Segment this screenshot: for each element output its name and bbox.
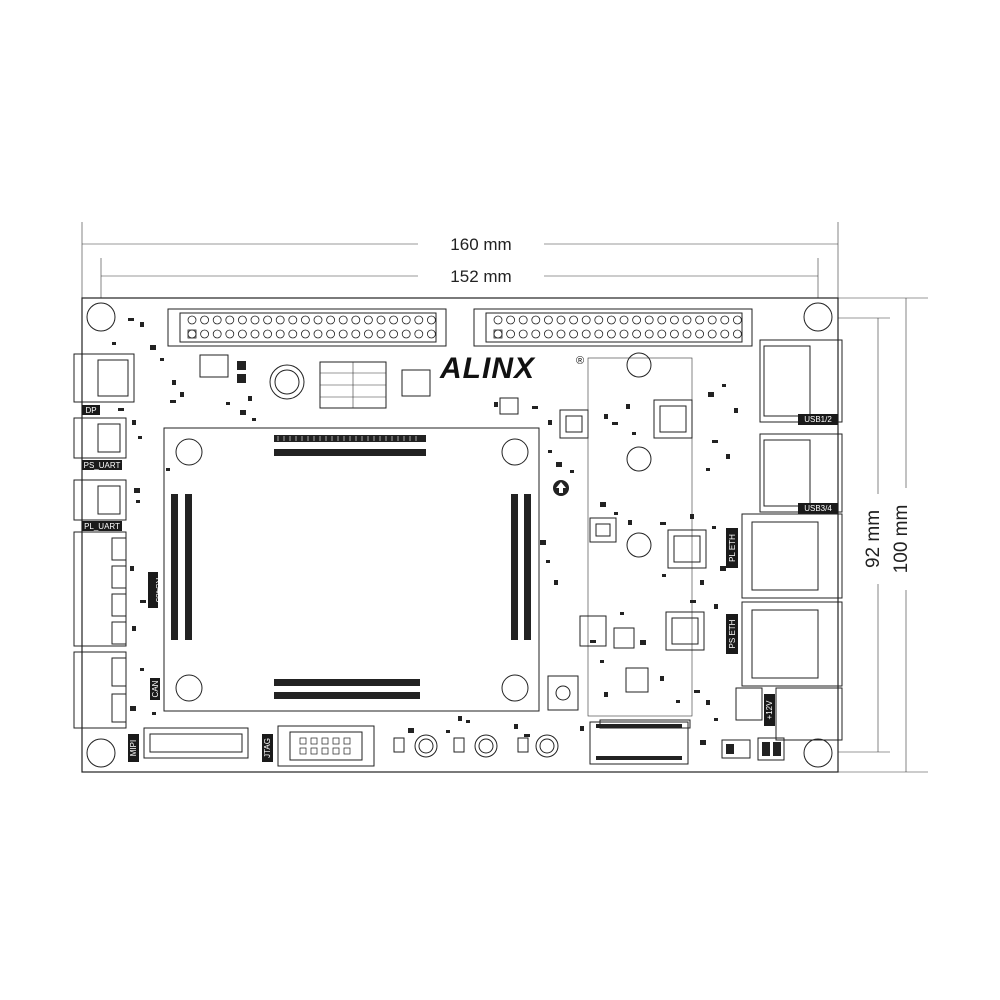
jtag-label: JTAG (263, 738, 272, 758)
height-inner-label: 92 mm (863, 510, 884, 568)
width-outer-label: 160 mm (450, 235, 511, 254)
can-label: CAN (151, 680, 160, 697)
passive-components (112, 318, 738, 745)
rs485-terminal: RS485 (73, 531, 163, 647)
jtag-connector: JTAG (262, 725, 375, 767)
power-jack: +12V (735, 687, 843, 741)
svg-text:®: ® (576, 355, 584, 367)
dp-label: DP (85, 406, 96, 415)
pl-eth-phy (667, 529, 707, 569)
dimension-annotations: 160 mm 152 mm 92 mm 100 mm (81, 222, 928, 773)
pl-uart-label: PL_UART (84, 522, 120, 531)
usb12-connector: USB1/2 (759, 339, 843, 425)
svg-text:ALINX: ALINX (439, 352, 536, 385)
usb-hub-ic (653, 399, 693, 439)
rs485-label: RS485 (154, 578, 163, 603)
power-switch (721, 737, 785, 761)
push-buttons (393, 734, 559, 758)
info-table (319, 361, 387, 409)
core-module (163, 427, 540, 712)
height-outer-label: 100 mm (891, 505, 912, 574)
expansion-header-right (473, 308, 753, 347)
usb34-label: USB3/4 (804, 504, 832, 513)
pl-uart-connector: PL_UART (73, 479, 127, 531)
pl-eth-label: PL ETH (728, 534, 737, 562)
mipi-connector: MIPI (128, 727, 249, 762)
ps-eth-phy (665, 611, 705, 651)
alinx-logo: ALINX ® (439, 352, 584, 385)
expansion-header-left (167, 308, 447, 347)
mipi-label: MIPI (129, 740, 138, 756)
usb12-label: USB1/2 (804, 415, 832, 424)
ps-uart-connector: PS_UART (73, 417, 127, 470)
power-label: +12V (765, 700, 774, 720)
sd-card-slot (589, 721, 689, 765)
pl-eth-rj45: PL ETH (726, 513, 843, 599)
dp-connector: DP (73, 353, 135, 415)
ps-eth-label: PS ETH (728, 619, 737, 648)
rtc-battery (269, 364, 305, 400)
width-inner-label: 152 mm (450, 267, 511, 286)
mounting-holes (86, 302, 833, 768)
ps-eth-rj45: PS ETH (726, 601, 843, 687)
ps-uart-label: PS_UART (84, 461, 121, 470)
usb34-connector: USB3/4 (759, 433, 843, 514)
can-terminal: CAN (73, 651, 160, 729)
